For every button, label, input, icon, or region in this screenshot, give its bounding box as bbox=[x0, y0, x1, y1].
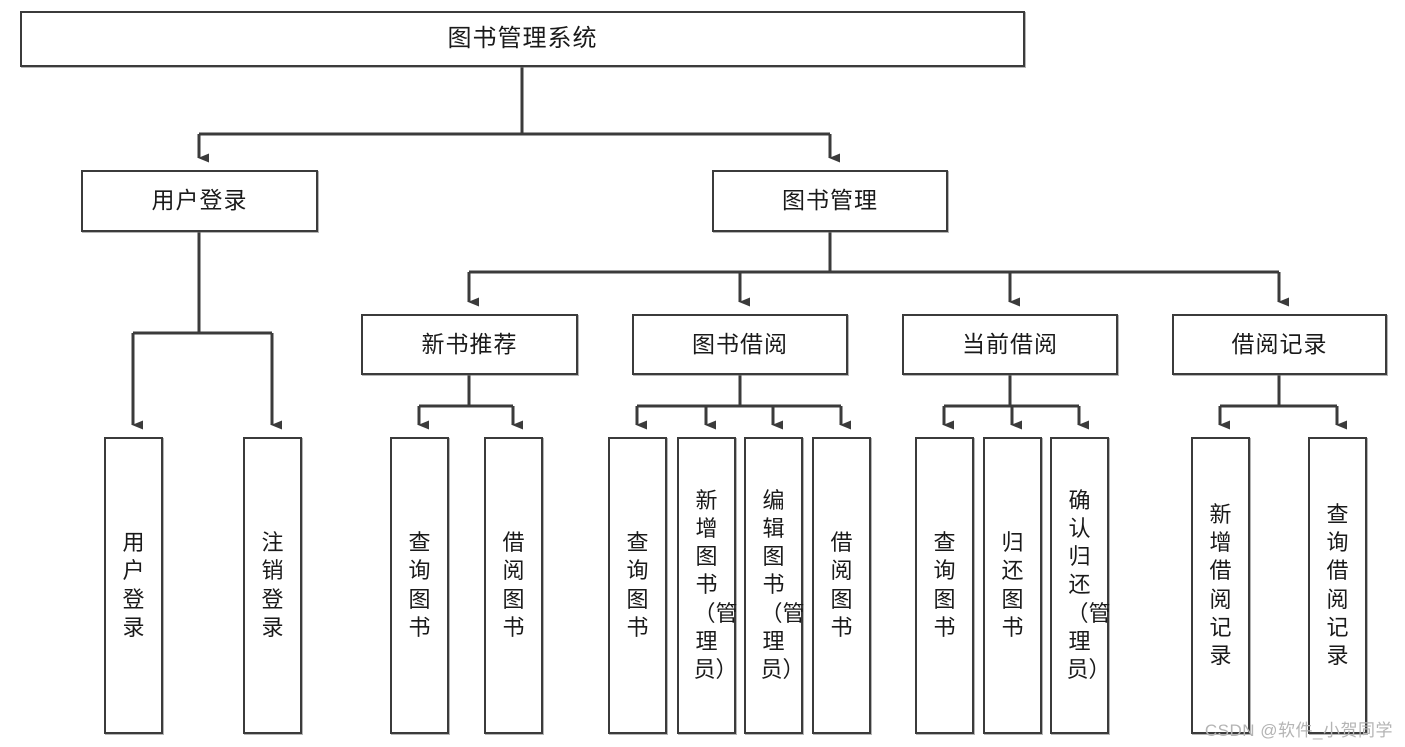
leaf-query-borrow-record[interactable]: 查询借阅记录 bbox=[1308, 437, 1367, 734]
leaf-borrow-book-new[interactable]: 借阅图书 bbox=[484, 437, 543, 734]
node-new-book-recommend-label: 新书推荐 bbox=[421, 330, 518, 357]
leaf-add-book-admin-label: 新增图书（管理员） bbox=[693, 487, 738, 682]
node-current-borrow-label: 当前借阅 bbox=[962, 330, 1058, 357]
node-book-borrow-label: 图书借阅 bbox=[692, 330, 788, 357]
node-new-book-recommend[interactable]: 新书推荐 bbox=[361, 314, 578, 375]
leaf-return-book-label: 归还图书 bbox=[1001, 530, 1024, 640]
leaf-query-borrow-record-label: 查询借阅记录 bbox=[1326, 502, 1349, 668]
leaf-query-book-new-label: 查询图书 bbox=[408, 530, 431, 640]
leaf-borrow-book-label: 借阅图书 bbox=[830, 530, 853, 640]
node-borrow-records[interactable]: 借阅记录 bbox=[1172, 314, 1387, 375]
node-book-borrow[interactable]: 图书借阅 bbox=[632, 314, 848, 375]
node-root-label: 图书管理系统 bbox=[447, 24, 598, 52]
leaf-confirm-return-admin-label: 确认归还（管理员） bbox=[1066, 487, 1111, 682]
leaf-confirm-return-admin[interactable]: 确认归还（管理员） bbox=[1050, 437, 1111, 734]
leaf-query-book-borrow-label: 查询图书 bbox=[626, 530, 649, 640]
node-book-management[interactable]: 图书管理 bbox=[712, 170, 948, 232]
leaf-add-borrow-record-label: 新增借阅记录 bbox=[1209, 502, 1232, 668]
leaf-query-book-current[interactable]: 查询图书 bbox=[915, 437, 974, 734]
watermark: CSDN @软件_小贺同学 bbox=[1204, 721, 1393, 740]
leaf-query-book-current-label: 查询图书 bbox=[933, 530, 956, 640]
leaf-query-book-new[interactable]: 查询图书 bbox=[390, 437, 449, 734]
node-book-management-label: 图书管理 bbox=[782, 187, 878, 214]
node-root[interactable]: 图书管理系统 bbox=[20, 11, 1025, 67]
leaf-add-book-admin[interactable]: 新增图书（管理员） bbox=[677, 437, 738, 734]
leaf-user-login[interactable]: 用户登录 bbox=[104, 437, 163, 734]
leaf-query-book-borrow[interactable]: 查询图书 bbox=[608, 437, 667, 734]
leaf-user-login-label: 用户登录 bbox=[122, 530, 145, 640]
leaf-borrow-book[interactable]: 借阅图书 bbox=[812, 437, 871, 734]
node-current-borrow[interactable]: 当前借阅 bbox=[902, 314, 1118, 375]
leaf-logout-label: 注销登录 bbox=[261, 530, 284, 640]
leaf-logout[interactable]: 注销登录 bbox=[243, 437, 302, 734]
node-borrow-records-label: 借阅记录 bbox=[1231, 330, 1328, 357]
node-user-login-label: 用户登录 bbox=[151, 187, 248, 214]
node-user-login[interactable]: 用户登录 bbox=[81, 170, 318, 232]
leaf-borrow-book-new-label: 借阅图书 bbox=[502, 530, 525, 640]
leaf-edit-book-admin[interactable]: 编辑图书（管理员） bbox=[744, 437, 805, 734]
leaf-add-borrow-record[interactable]: 新增借阅记录 bbox=[1191, 437, 1250, 734]
leaf-edit-book-admin-label: 编辑图书（管理员） bbox=[760, 487, 805, 682]
leaf-return-book[interactable]: 归还图书 bbox=[983, 437, 1042, 734]
